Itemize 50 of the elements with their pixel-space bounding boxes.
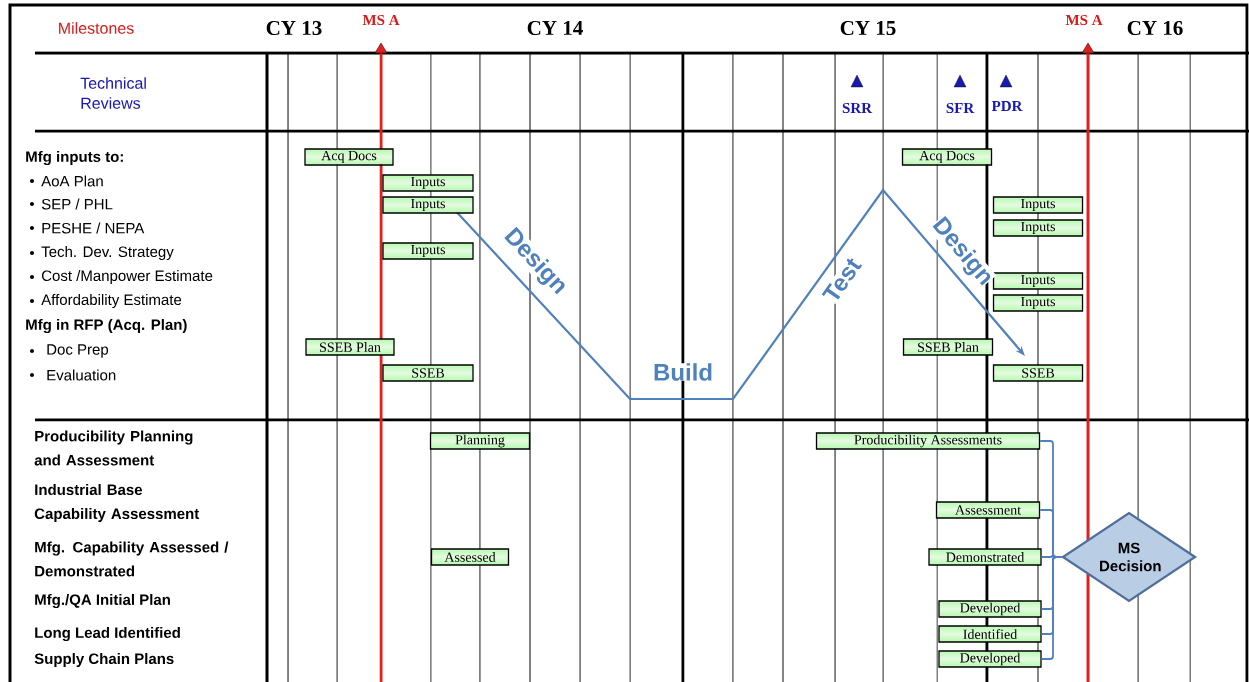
- phase-label: Build: [653, 363, 713, 381]
- row-heading: Mfg./QA Initial Plan: [35, 594, 170, 609]
- task-bar: SSEB: [992, 364, 1084, 382]
- year-label: CY 14: [527, 20, 583, 36]
- task-bar: Demonstrated: [928, 548, 1042, 566]
- task-bar: Producibility Assessments: [815, 432, 1041, 450]
- section-heading: Mfg inputs to:: [26, 151, 123, 166]
- row-heading: Technical Reviews: [80, 77, 146, 109]
- list-item: Evaluation: [47, 369, 116, 381]
- bracket-connector: [1040, 556, 1063, 660]
- list-item: AoA Plan: [41, 175, 103, 187]
- review-label: SFR: [946, 102, 975, 114]
- task-bar: Assessed: [430, 548, 510, 566]
- row-heading: Mfg. Capability Assessed / Demonstrated: [35, 541, 229, 577]
- task-bar: Developed: [938, 600, 1042, 618]
- task-bar: Planning: [429, 432, 531, 450]
- milestone-label: MS A: [1065, 14, 1103, 26]
- task-bar: SSEB Plan: [902, 338, 994, 356]
- section-heading: Mfg in RFP (Acq. Plan): [26, 319, 187, 334]
- task-bar: Inputs: [382, 174, 474, 192]
- row-heading: Milestones: [59, 22, 134, 34]
- task-bar: Inputs: [992, 294, 1084, 312]
- list-item: Affordability Estimate: [41, 294, 182, 308]
- year-label: CY 16: [1127, 20, 1183, 36]
- list-item: Doc Prep: [47, 344, 109, 358]
- task-bar: Acq Docs: [304, 148, 394, 166]
- milestone-label: MS A: [362, 14, 400, 26]
- row-heading: Producibility Planning and Assessment: [34, 430, 193, 466]
- task-bar: Inputs: [992, 196, 1084, 214]
- row-heading: Long Lead Identified: [35, 627, 180, 642]
- row-heading: Supply Chain Plans: [34, 653, 174, 667]
- task-bar: Inputs: [382, 242, 474, 260]
- review-label: SRR: [842, 102, 873, 114]
- list-item: Cost /Manpower Estimate: [41, 270, 213, 284]
- year-label: CY 13: [266, 20, 322, 36]
- list-item: PESHE / NEPA: [42, 222, 145, 234]
- list-item: Tech. Dev. Strategy: [41, 246, 174, 260]
- task-bar: SSEB: [382, 364, 474, 382]
- task-bar: Inputs: [992, 272, 1084, 290]
- task-bar: SSEB Plan: [305, 338, 395, 356]
- task-bar: Inputs: [382, 196, 474, 214]
- list-item: SEP / PHL: [41, 198, 113, 210]
- task-bar: Assessment: [935, 501, 1041, 519]
- row-heading: Industrial Base Capability Assessment: [34, 484, 200, 522]
- review-label: PDR: [991, 101, 1023, 111]
- task-bar: Identified: [938, 625, 1042, 643]
- task-bar: Developed: [938, 650, 1042, 668]
- task-bar: Inputs: [992, 219, 1084, 237]
- task-bar: Acq Docs: [901, 148, 993, 166]
- year-label: CY 15: [840, 20, 896, 36]
